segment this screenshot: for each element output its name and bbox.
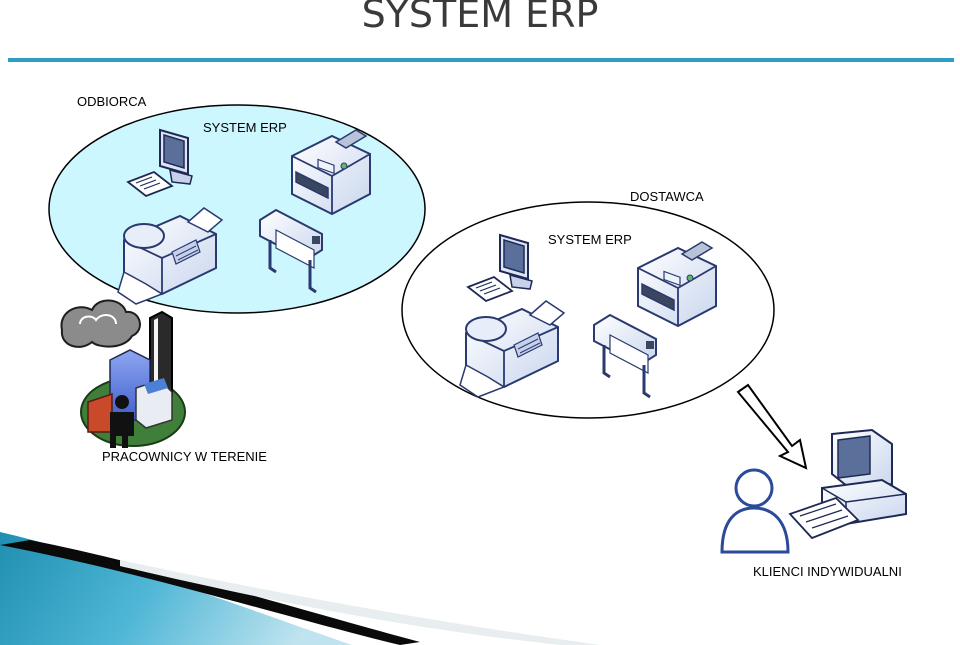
system-erp-label-odbiorca: SYSTEM ERP — [203, 120, 287, 135]
odbiorca-label: ODBIORCA — [77, 94, 147, 109]
worker-icon — [110, 395, 134, 448]
clouds-icon — [60, 299, 141, 348]
pracownicy-label: PRACOWNICY W TERENIE — [102, 449, 267, 464]
page-title: SYSTEM ERP — [361, 0, 599, 36]
user-icon — [720, 468, 790, 554]
dostawca-label: DOSTAWCA — [630, 189, 704, 204]
arrow-icon — [736, 383, 808, 470]
title-divider — [8, 58, 954, 62]
desktop-computer-icon — [788, 428, 907, 540]
odbiorca-group-ellipse — [48, 104, 426, 314]
decorative-band — [0, 532, 600, 645]
field-workers-illustration — [60, 299, 186, 448]
klienci-label: KLIENCI INDYWIDUALNI — [753, 564, 902, 579]
system-erp-label-dostawca: SYSTEM ERP — [548, 232, 632, 247]
